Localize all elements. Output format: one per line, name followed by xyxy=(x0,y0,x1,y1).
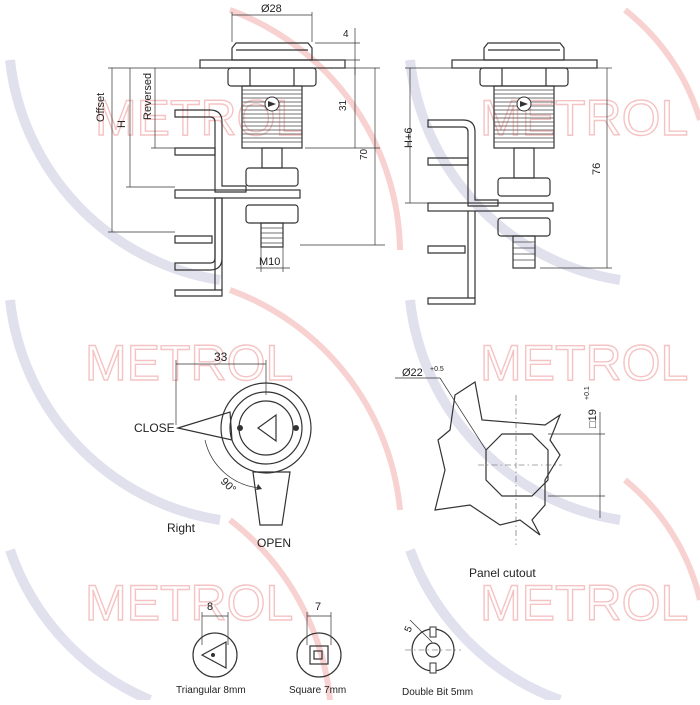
dimension-thread-length: 31 xyxy=(338,99,349,111)
triangular-key-face xyxy=(192,632,238,678)
alternate-side-view: H+6 76 xyxy=(403,42,612,305)
dimension-total-length: 70 xyxy=(359,148,370,160)
side-dimensions xyxy=(108,12,385,272)
dimension-cutout-diameter-tolerance: +0.5 xyxy=(430,366,444,373)
triangle-keyway-icon xyxy=(256,413,277,443)
label-reversed: Reversed xyxy=(142,73,154,120)
square-key-face xyxy=(296,632,342,678)
dimension-head-height: 4 xyxy=(343,29,349,40)
cam-lever-closed xyxy=(175,411,233,441)
alt-cam-variants xyxy=(427,119,554,305)
lock-face-inner xyxy=(229,391,303,465)
caption-triangular-key: Triangular 8mm xyxy=(176,685,246,696)
cam-nut xyxy=(245,167,299,187)
watermark-text-6: METROL xyxy=(480,575,688,631)
caption-double-bit-key: Double Bit 5mm xyxy=(402,687,473,698)
side-view: Ø28 4 31 70 Offset H Reversed M10 xyxy=(95,3,385,297)
alt-dimensions xyxy=(405,67,612,269)
label-close: CLOSE xyxy=(134,421,175,435)
cutout-hole xyxy=(485,433,549,497)
lock-nut xyxy=(245,204,299,224)
watermark-text-4: METROL xyxy=(480,335,688,391)
label-open: OPEN xyxy=(257,536,291,550)
label-h-plus-6: H+6 xyxy=(403,128,415,149)
caption-square-key: Square 7mm xyxy=(289,685,346,696)
dimension-double-bit: 5 xyxy=(403,624,416,634)
double-bit-key-icon xyxy=(425,642,441,658)
key-option-square: 7 Square 7mm xyxy=(289,601,346,696)
threaded-stud xyxy=(260,222,284,248)
label-thread-size: M10 xyxy=(259,256,280,268)
caption-panel-cutout: Panel cutout xyxy=(469,566,536,580)
key-option-double-bit: 5 Double Bit 5mm xyxy=(402,619,473,698)
label-angle: 90° xyxy=(218,476,238,496)
dimension-diameter-head: Ø28 xyxy=(261,3,282,15)
spindle xyxy=(261,147,283,169)
panel-cutout: Ø22 +0.5 □19 +0.1 Panel cutout xyxy=(395,366,605,580)
dimension-alt-total-length: 76 xyxy=(591,163,603,175)
watermark-text-5: METROL xyxy=(85,575,293,631)
watermark-text-3: METROL xyxy=(85,335,293,391)
lock-face-core xyxy=(238,400,294,456)
triangular-key-icon xyxy=(200,640,227,670)
dimension-cutout-flat-tolerance: +0.1 xyxy=(584,386,591,400)
cam-lever-open xyxy=(252,471,291,526)
dimension-cutout-diameter: Ø22 xyxy=(402,367,423,379)
key-option-triangular: 8 Triangular 8mm xyxy=(176,601,246,696)
square-key-icon xyxy=(309,645,329,665)
dimension-front-width: 33 xyxy=(214,350,228,364)
panel-plate-outline xyxy=(434,381,562,536)
cam-variants xyxy=(174,109,301,297)
dimension-triangular: 8 xyxy=(207,601,213,613)
hex-nut-top xyxy=(227,67,317,87)
label-hand-right: Right xyxy=(167,521,196,535)
label-offset: Offset xyxy=(95,93,107,122)
lock-face-outer xyxy=(220,382,312,474)
dimension-square: 7 xyxy=(315,601,321,613)
thread-hatch xyxy=(242,89,302,143)
label-h: H xyxy=(116,120,128,128)
dimension-cutout-flat: □19 xyxy=(587,409,599,428)
